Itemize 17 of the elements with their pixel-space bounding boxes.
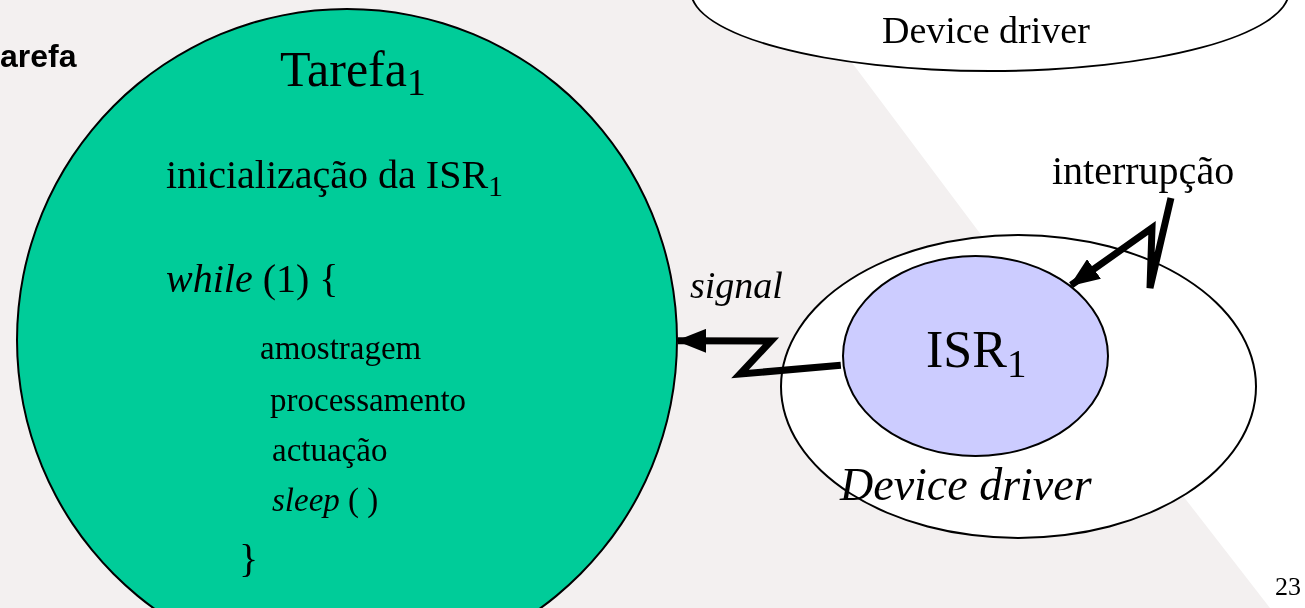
- edge-label: signal: [690, 263, 783, 308]
- code-line: while (1) {: [166, 255, 339, 303]
- page-number: 23: [1275, 571, 1301, 603]
- task-title: Tarefa$_{1}$: [280, 40, 426, 101]
- lightning-arrow: [676, 328, 842, 379]
- interrupt-text: interrupção: [1052, 147, 1235, 195]
- driver-label: Device driver: [882, 8, 1090, 53]
- isr-label: ISR$_{1}$: [926, 320, 1027, 382]
- code-line: amostragem: [260, 329, 422, 368]
- code-line: actuação: [272, 431, 388, 470]
- code-line: }: [239, 535, 259, 583]
- code-line: processamento: [270, 381, 467, 420]
- driver-label: Device driver: [840, 458, 1092, 512]
- code-line: inicialização da ISR$_{1}$: [166, 151, 504, 200]
- lightning-arrow: [1069, 197, 1175, 292]
- code-line: sleep ( ): [272, 481, 379, 520]
- heading-fragment: arefa: [0, 37, 77, 76]
